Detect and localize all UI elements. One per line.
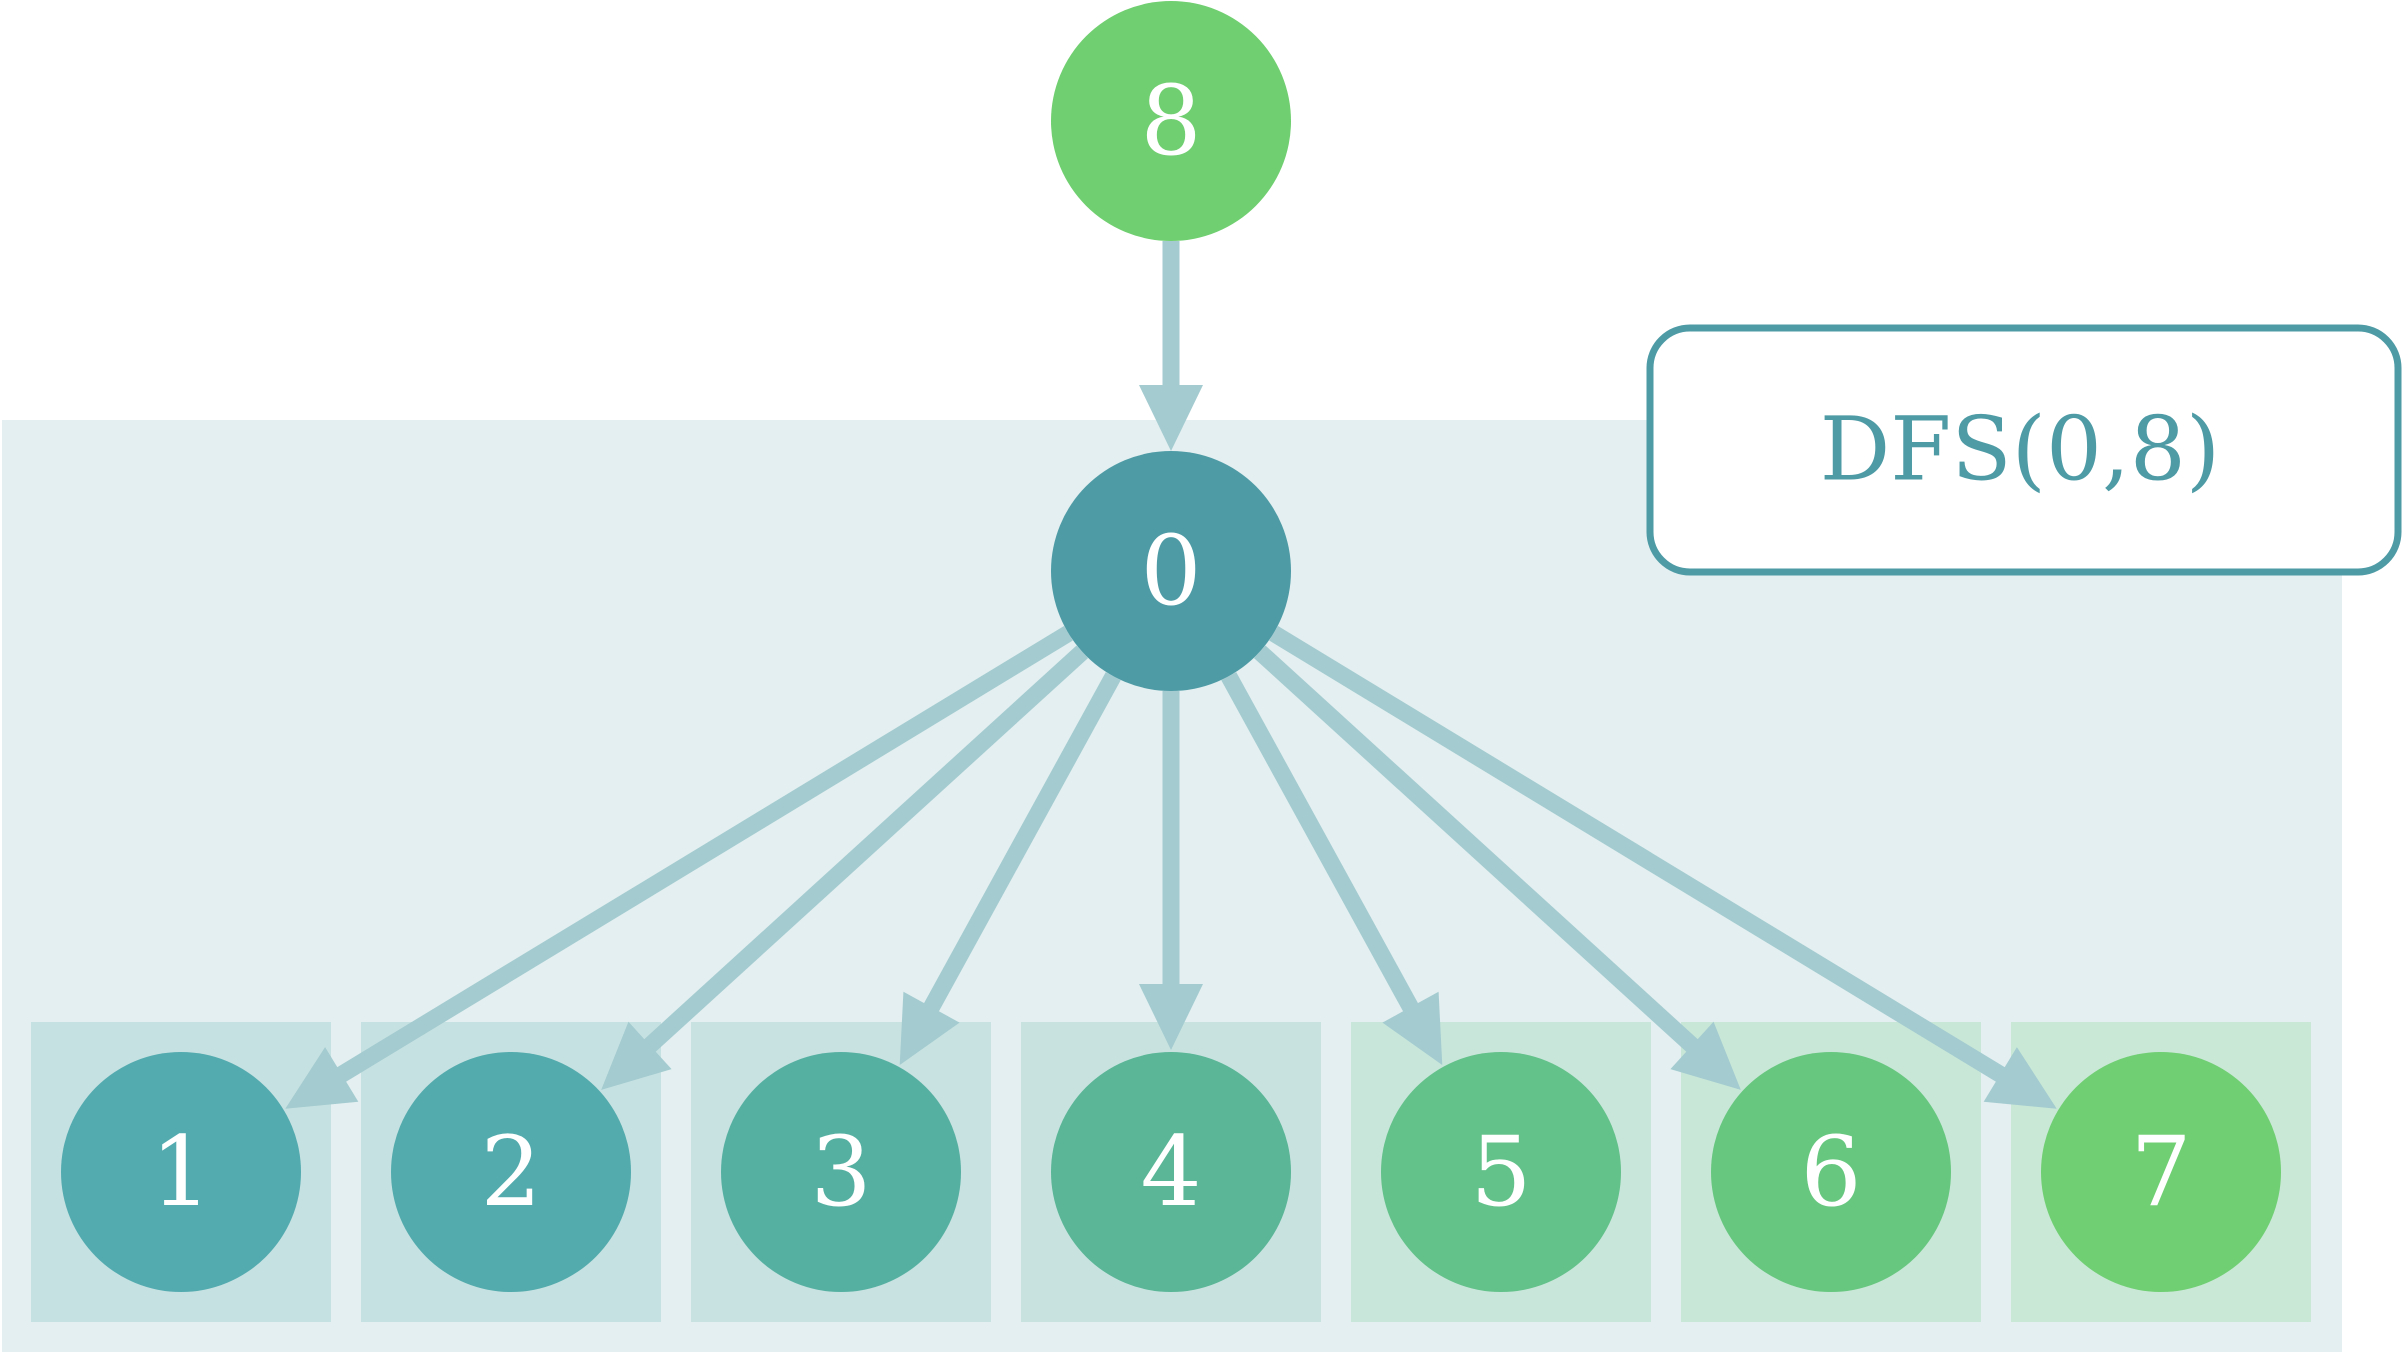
root-node-label: 0	[1140, 515, 1201, 627]
edge-0-to-4	[1139, 691, 1203, 1050]
child-node-6[interactable]: 6	[1711, 1052, 1951, 1292]
child-node-label: 5	[1470, 1116, 1531, 1228]
child-node-3[interactable]: 3	[721, 1052, 961, 1292]
child-node-1[interactable]: 1	[61, 1052, 301, 1292]
edge-0-to-5	[1221, 672, 1443, 1066]
child-node-4[interactable]: 4	[1051, 1052, 1291, 1292]
child-node-label: 6	[1800, 1116, 1861, 1228]
edge-0-to-1	[285, 626, 1073, 1109]
child-node-label: 1	[150, 1116, 211, 1228]
root-node[interactable]: 0	[1051, 451, 1291, 691]
edge-0-to-2	[601, 645, 1088, 1090]
edge-8-to-0	[1139, 241, 1203, 451]
edges	[285, 241, 2057, 1109]
child-node-7[interactable]: 7	[2041, 1052, 2281, 1292]
child-node-5[interactable]: 5	[1381, 1052, 1621, 1292]
child-node-label: 7	[2130, 1116, 2191, 1228]
parent-node-label: 8	[1140, 65, 1201, 177]
dfs-callout-label: DFS(0,8)	[1820, 398, 2221, 501]
nodes: 8 0 1 2 3 4 5 6 7	[61, 1, 2281, 1292]
edge-0-to-7	[1269, 626, 2057, 1109]
child-node-label: 3	[810, 1116, 871, 1228]
child-node-label: 2	[480, 1116, 541, 1228]
edge-0-to-6	[1254, 645, 1741, 1090]
edge-0-to-3	[899, 672, 1121, 1066]
child-node-2[interactable]: 2	[391, 1052, 631, 1292]
dfs-callout: DFS(0,8)	[1646, 324, 2402, 576]
parent-node[interactable]: 8	[1051, 1, 1291, 241]
child-node-label: 4	[1140, 1116, 1201, 1228]
